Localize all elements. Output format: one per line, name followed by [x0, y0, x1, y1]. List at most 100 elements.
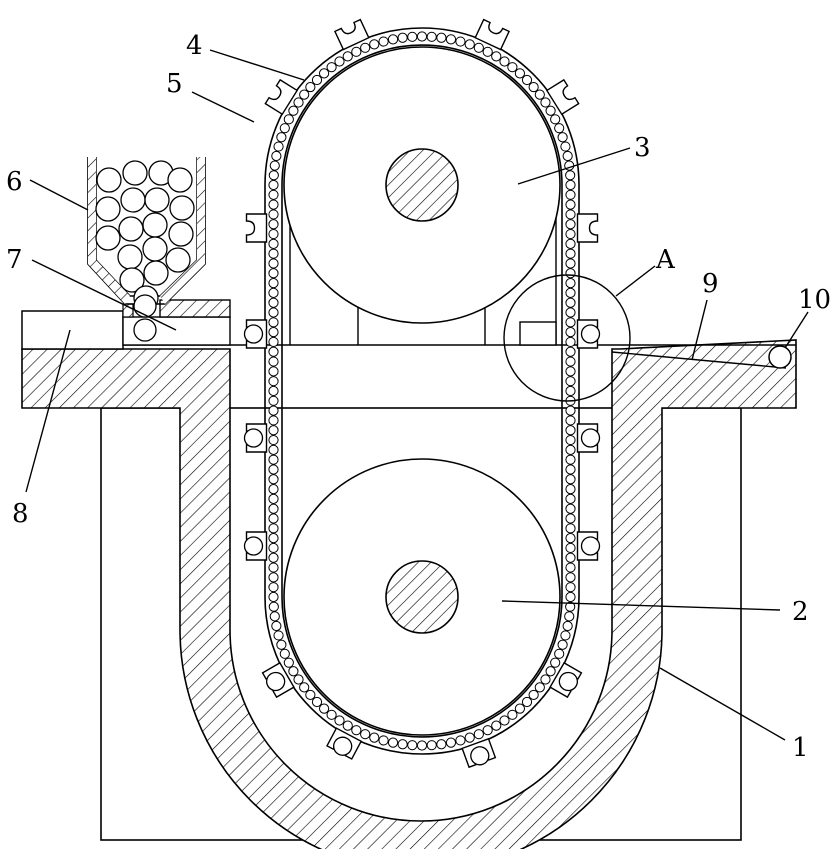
chain-bead: [558, 640, 567, 649]
chain-bead: [555, 649, 564, 658]
chain-bead: [546, 106, 555, 115]
chain-bead: [446, 738, 455, 747]
label-7: 7: [6, 245, 23, 275]
chain-bead: [563, 621, 572, 630]
hopper-ball: [118, 245, 142, 269]
chain-bead: [483, 726, 492, 735]
hopper-ball: [96, 197, 120, 221]
chain-bead: [269, 200, 278, 209]
chain-bead: [269, 308, 278, 317]
chain-bead: [522, 75, 531, 84]
chain-bead: [269, 396, 278, 405]
chain-bead: [361, 730, 370, 739]
chain-bead: [566, 416, 575, 425]
chain-bead: [269, 269, 278, 278]
chain-bead: [566, 524, 575, 533]
chain-bead: [269, 504, 278, 513]
chain-bead: [566, 308, 575, 317]
chain-bead: [269, 278, 278, 287]
chain-bead: [541, 675, 550, 684]
chain-bead: [566, 426, 575, 435]
chain-bead: [566, 435, 575, 444]
chain-bead: [474, 730, 483, 739]
chain-bead: [500, 57, 509, 66]
chain-bead: [343, 52, 352, 61]
leader-a: [616, 266, 655, 296]
chain-bead: [555, 124, 564, 133]
chain-bead: [566, 328, 575, 337]
chain-bead: [551, 115, 560, 124]
label-2: 2: [792, 597, 809, 627]
chain-bead: [272, 621, 281, 630]
leader-5: [192, 92, 254, 122]
carried-ball: [582, 537, 600, 555]
chain-bead: [566, 239, 575, 248]
chain-bead: [566, 278, 575, 287]
chain-bead: [515, 704, 524, 713]
chain-bead: [437, 740, 446, 749]
chain-bead: [566, 180, 575, 189]
chain-bead: [269, 573, 278, 582]
chain-bead: [408, 741, 417, 750]
hopper-ball: [97, 168, 121, 192]
chain-bead: [483, 47, 492, 56]
chain-bead: [269, 534, 278, 543]
label-6: 6: [6, 167, 23, 197]
chain-bead: [566, 475, 575, 484]
hopper-ball: [119, 217, 143, 241]
hopper-ball: [121, 188, 145, 212]
chain-bead: [269, 259, 278, 268]
chain-bead: [280, 649, 289, 658]
label-4: 4: [186, 31, 203, 61]
chain-bead: [274, 142, 283, 151]
chain-bead: [269, 543, 278, 552]
chain-bead: [561, 631, 570, 640]
hopper-ball: [169, 222, 193, 246]
chain-bead: [284, 658, 293, 667]
chain-bead: [474, 43, 483, 52]
chain-bead: [335, 57, 344, 66]
chain-bead: [269, 475, 278, 484]
chain-bead: [269, 239, 278, 248]
chain-bead: [269, 435, 278, 444]
hopper-ball: [123, 161, 147, 185]
chain-bead: [566, 200, 575, 209]
chain-bead: [269, 318, 278, 327]
chain-bead: [270, 612, 279, 621]
block-8: [22, 311, 123, 349]
chain-bead: [269, 220, 278, 229]
chain-bead: [319, 704, 328, 713]
chain-bead: [370, 40, 379, 49]
bucket-cup: [578, 320, 600, 348]
chain-bead: [269, 337, 278, 346]
bucket-cup: [578, 214, 598, 242]
chain-bead: [465, 733, 474, 742]
hopper-ball: [145, 188, 169, 212]
hopper-ball: [168, 168, 192, 192]
label-8: 8: [12, 499, 29, 529]
chain-bead: [269, 249, 278, 258]
chain-bead: [566, 406, 575, 415]
chain-bead: [361, 43, 370, 52]
chain-bead: [500, 716, 509, 725]
chain-bead: [566, 484, 575, 493]
hopper-ball: [144, 261, 168, 285]
chain-bead: [335, 716, 344, 725]
chain-bead: [566, 318, 575, 327]
chain-bead: [398, 33, 407, 42]
label-5: 5: [166, 69, 183, 99]
bucket-cup: [578, 424, 600, 452]
chain-bead: [312, 75, 321, 84]
chain-bead: [566, 592, 575, 601]
label-1: 1: [792, 733, 809, 763]
hopper-gate: [160, 300, 230, 317]
chain-bead: [566, 445, 575, 454]
chain-bead: [269, 377, 278, 386]
chain-bead: [312, 697, 321, 706]
leader-4: [210, 50, 304, 80]
chain-bead: [566, 298, 575, 307]
chain-bead: [306, 82, 315, 91]
chain-bead: [269, 426, 278, 435]
chain-bead: [300, 90, 309, 99]
